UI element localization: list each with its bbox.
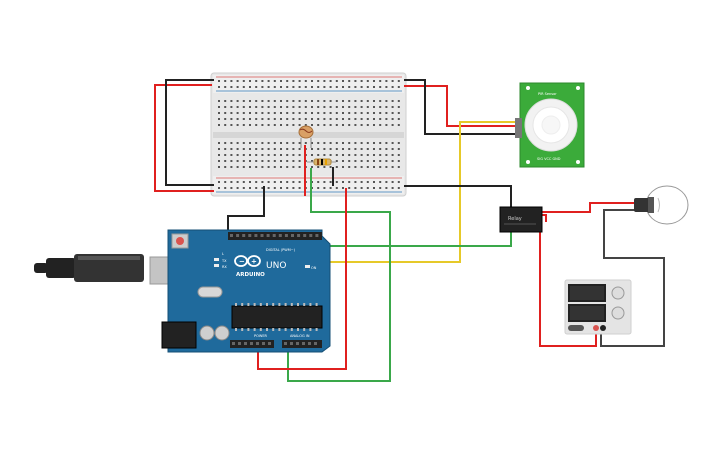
power-switch[interactable]: [568, 325, 584, 331]
wire-black-relay[interactable]: [404, 185, 512, 208]
resistor[interactable]: [307, 158, 336, 166]
wire-green-ldr-analog[interactable]: [287, 168, 391, 382]
photoresistor[interactable]: [298, 125, 314, 148]
digital-header[interactable]: [230, 234, 319, 237]
wires: [154, 79, 665, 382]
arduino-uno[interactable]: − + ARDUINO UNO DIGITAL (PWM~) POWER ANA…: [34, 229, 331, 353]
usb-cable[interactable]: [34, 254, 144, 282]
svg-text:−: −: [239, 258, 245, 266]
wire-black-left-rail[interactable]: [165, 79, 214, 186]
pir-top-text: PIR Sensor: [538, 92, 557, 96]
pir-sensor[interactable]: PIR Sensor SIG VCC GND: [515, 82, 585, 168]
wire-black-arduino-gnd[interactable]: [227, 186, 265, 236]
wire-red-relay-bulb[interactable]: [542, 202, 634, 213]
power-header-label: POWER: [254, 334, 268, 338]
chip-pins: [235, 303, 318, 331]
svg-text:+: +: [251, 258, 257, 266]
relay-label: Relay: [508, 216, 522, 222]
analog-header-label: ANALOG IN: [290, 334, 310, 338]
wire-gray-bulb-supply[interactable]: [600, 209, 665, 347]
pir-bottom-text: SIG VCC GND: [537, 157, 561, 161]
voltage-knob[interactable]: [611, 286, 625, 300]
tx-label: TX: [221, 259, 227, 263]
terminal-positive[interactable]: [593, 325, 599, 331]
wire-red-left-rail[interactable]: [154, 84, 214, 192]
power-supply[interactable]: [564, 279, 632, 335]
wire-red-pir-vcc[interactable]: [404, 85, 520, 127]
terminal-negative[interactable]: [600, 325, 606, 331]
on-label: ON: [311, 266, 317, 270]
wire-red-to-supply[interactable]: [539, 214, 597, 347]
wire-red-5v[interactable]: [257, 188, 347, 370]
rx-label: RX: [222, 265, 227, 269]
arduino-brand-label: ARDUINO: [236, 272, 265, 278]
wire-black-pir-gnd[interactable]: [404, 79, 520, 135]
bottom-headers[interactable]: [232, 342, 317, 345]
breadboard-holes: [218, 80, 400, 189]
relay-module[interactable]: Relay: [499, 206, 543, 233]
arduino-logo: − +: [234, 255, 261, 267]
light-bulb[interactable]: [634, 185, 689, 225]
arduino-model-label: UNO: [266, 261, 286, 271]
current-knob[interactable]: [611, 306, 625, 320]
l-label: L: [222, 252, 224, 256]
digital-header-label: DIGITAL (PWM~): [266, 248, 296, 252]
